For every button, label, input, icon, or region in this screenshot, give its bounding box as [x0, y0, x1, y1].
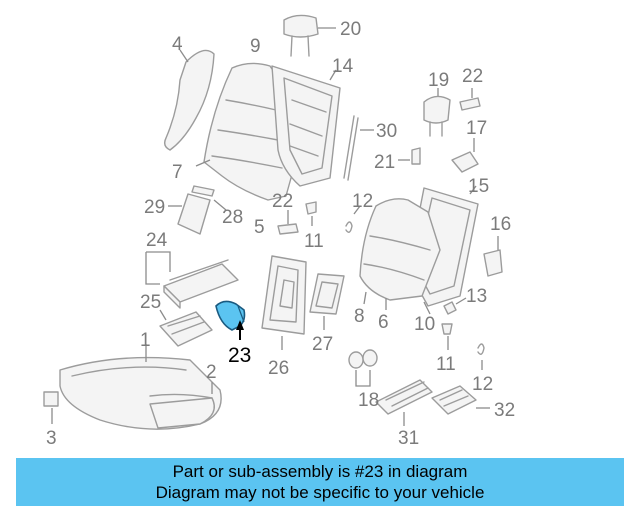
part-12-clip — [345, 205, 361, 233]
label-31: 31 — [398, 428, 419, 449]
label-27: 27 — [312, 334, 333, 355]
banner-line-1: Part or sub-assembly is #23 in diagram — [172, 462, 468, 481]
label-12a: 12 — [352, 191, 373, 212]
part-16-bracket — [483, 236, 503, 277]
part-right-seatback — [359, 198, 441, 315]
part-28-29-board — [168, 185, 227, 235]
label-30: 30 — [376, 121, 397, 142]
label-22b: 22 — [272, 191, 293, 212]
part-23-highlighted[interactable] — [215, 300, 246, 340]
part-1-2-cushion — [59, 344, 222, 430]
part-17-bracket — [451, 138, 479, 173]
part-20-headrest — [283, 14, 336, 57]
label-14: 14 — [332, 56, 354, 77]
part-3-clip — [43, 391, 59, 424]
label-5: 5 — [254, 217, 265, 238]
part-27-panel — [309, 273, 345, 330]
label-16: 16 — [490, 214, 511, 235]
label-13: 13 — [466, 286, 487, 307]
label-21: 21 — [374, 152, 395, 173]
label-26: 26 — [268, 358, 289, 379]
part-26-panel — [261, 255, 307, 350]
label-9: 9 — [250, 36, 261, 57]
label-8: 8 — [354, 306, 365, 327]
part-25-tray — [159, 309, 213, 347]
parts-diagram: 20 4 9 14 19 22 30 17 21 7 15 22 12 29 2… — [43, 14, 515, 449]
label-17: 17 — [466, 118, 487, 139]
part-11-bolt — [441, 323, 453, 350]
part-22-11-pins — [277, 201, 317, 235]
part-24-pad — [145, 251, 239, 309]
banner-line-2: Diagram may not be specific to your vehi… — [155, 483, 485, 502]
part-13-screw — [443, 297, 467, 315]
label-18: 18 — [358, 390, 379, 411]
part-31-rail — [375, 379, 433, 426]
label-12b: 12 — [472, 374, 493, 395]
label-25: 25 — [140, 292, 161, 313]
label-22a: 22 — [462, 66, 483, 87]
label-2: 2 — [206, 362, 217, 383]
part-14-frame — [271, 65, 341, 187]
label-10: 10 — [414, 314, 435, 335]
label-11a: 11 — [304, 231, 324, 252]
label-4: 4 — [172, 34, 183, 55]
part-30-rod — [343, 115, 374, 181]
part-4-bolster — [163, 49, 215, 151]
label-20: 20 — [340, 19, 361, 40]
part-19-headrest — [423, 88, 451, 137]
label-32: 32 — [494, 400, 515, 421]
part-32-motor — [431, 385, 490, 415]
label-6: 6 — [378, 312, 389, 333]
label-7: 7 — [172, 162, 183, 183]
part-21-clip — [398, 147, 421, 165]
label-19: 19 — [428, 70, 449, 91]
part-12-clip-right — [477, 343, 485, 370]
label-23[interactable]: 23 — [228, 344, 251, 367]
label-1: 1 — [140, 330, 151, 351]
label-11b: 11 — [436, 354, 456, 375]
label-24: 24 — [146, 230, 168, 251]
part-18-discs — [348, 349, 378, 387]
part-22-pin — [459, 88, 481, 111]
label-28: 28 — [222, 207, 243, 228]
info-banner: Part or sub-assembly is #23 in diagram D… — [16, 458, 624, 506]
label-29: 29 — [144, 197, 165, 218]
label-3: 3 — [46, 428, 57, 449]
label-15: 15 — [468, 176, 489, 197]
